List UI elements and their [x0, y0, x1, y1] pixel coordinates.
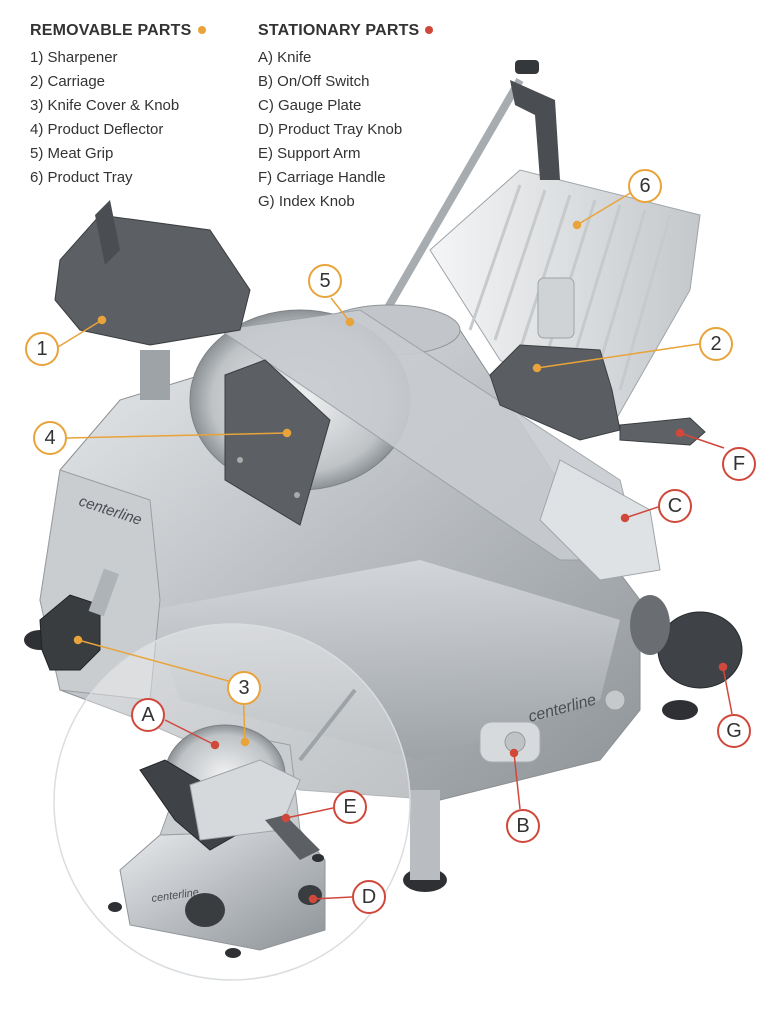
callout-3-knife-cover: 3 — [227, 671, 261, 705]
removable-dot-icon — [197, 25, 206, 34]
callout-c-gauge-plate: C — [658, 489, 692, 523]
callout-1-sharpener: 1 — [25, 332, 59, 366]
stationary-part-item: F) Carriage Handle — [258, 169, 386, 186]
callout-4-product-deflector: 4 — [33, 421, 67, 455]
stationary-part-item: B) On/Off Switch — [258, 73, 370, 90]
stationary-dot-icon — [425, 25, 434, 34]
removable-part-item: 2) Carriage — [30, 73, 106, 90]
callout-2-carriage: 2 — [699, 327, 733, 361]
callout-d-product-tray-knob: D — [352, 880, 386, 914]
stationary-part-item: C) Gauge Plate — [258, 97, 362, 114]
stationary-part-item: D) Product Tray Knob — [258, 121, 403, 138]
callout-a-knife: A — [131, 698, 165, 732]
removable-part-item: 1) Sharpener — [30, 49, 118, 66]
callout-f-carriage-handle: F — [722, 447, 756, 481]
removable-part-item: 5) Meat Grip — [30, 145, 114, 162]
removable-part-item: 3) Knife Cover & Knob — [30, 97, 180, 114]
callout-5-meat-grip: 5 — [308, 264, 342, 298]
removable-part-item: 6) Product Tray — [30, 169, 133, 186]
callout-e-support-arm: E — [333, 790, 367, 824]
stationary-parts-legend: STATIONARY PARTS A) Knife B) On/Off Swit… — [258, 20, 434, 214]
removable-parts-list: 1) Sharpener 2) Carriage 3) Knife Cover … — [30, 46, 206, 190]
inset-slicer — [108, 688, 357, 958]
callout-g-index-knob: G — [717, 714, 751, 748]
stationary-part-item: G) Index Knob — [258, 193, 355, 210]
stationary-parts-title: STATIONARY PARTS — [258, 22, 420, 39]
foot-right — [662, 700, 698, 720]
removable-parts-heading: REMOVABLE PARTS — [30, 20, 206, 42]
removable-parts-title: REMOVABLE PARTS — [30, 22, 192, 39]
stationary-part-item: A) Knife — [258, 49, 312, 66]
callout-6-product-tray: 6 — [628, 169, 662, 203]
stationary-parts-list: A) Knife B) On/Off Switch C) Gauge Plate… — [258, 46, 433, 214]
removable-parts-legend: REMOVABLE PARTS 1) Sharpener 2) Carriage… — [30, 20, 206, 190]
stationary-part-item: E) Support Arm — [258, 145, 361, 162]
stationary-parts-heading: STATIONARY PARTS — [258, 20, 434, 42]
removable-part-item: 4) Product Deflector — [30, 121, 164, 138]
callout-b-on-off-switch: B — [506, 809, 540, 843]
